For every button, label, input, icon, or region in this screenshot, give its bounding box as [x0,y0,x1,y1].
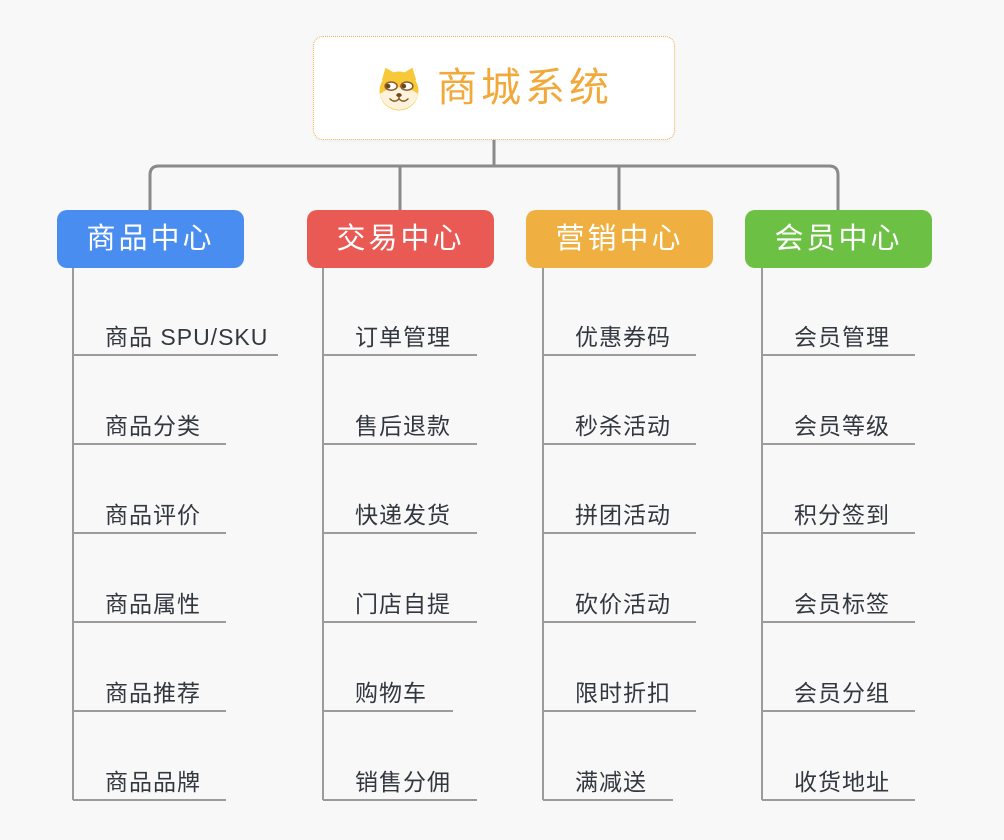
leaf-node[interactable]: 商品推荐 [105,680,201,706]
leaf-node[interactable]: 门店自提 [355,591,451,617]
leaf-node[interactable]: 秒杀活动 [575,413,671,439]
leaf-node[interactable]: 订单管理 [355,324,451,350]
leaf-node[interactable]: 商品评价 [105,502,201,528]
leaf-node[interactable]: 收货地址 [794,769,890,795]
leaf-node[interactable]: 购物车 [355,680,427,706]
branch-node-trade-center[interactable]: 交易中心 [307,210,494,268]
connector-branch-drops [398,166,621,210]
leaf-node[interactable]: 会员等级 [794,413,890,439]
connector-bus [148,164,840,210]
leaf-node[interactable]: 拼团活动 [575,502,671,528]
root-node-label: 商城系统 [437,66,613,110]
branch-label: 会员中心 [774,222,903,255]
leaf-node[interactable]: 商品分类 [105,413,201,439]
leaf-node[interactable]: 商品属性 [105,591,201,617]
leaf-node[interactable]: 快递发货 [355,502,451,528]
leaf-node[interactable]: 销售分佣 [355,769,451,795]
branch-label: 营销中心 [555,222,684,255]
shiba-dog-icon [375,64,423,112]
leaf-node[interactable]: 优惠券码 [575,324,671,350]
leaf-node[interactable]: 商品 SPU/SKU [105,324,269,350]
leaf-node[interactable]: 会员标签 [794,591,890,617]
leaf-node[interactable]: 积分签到 [794,502,890,528]
branch-node-product-center[interactable]: 商品中心 [57,210,244,268]
leaf-node[interactable]: 会员管理 [794,324,890,350]
root-node[interactable]: 商城系统 [313,36,675,140]
leaf-node[interactable]: 砍价活动 [575,591,671,617]
branch-label: 商品中心 [86,222,215,255]
branch-node-member-center[interactable]: 会员中心 [745,210,932,268]
leaf-node[interactable]: 售后退款 [355,413,451,439]
branch-label: 交易中心 [336,222,465,255]
branch-node-marketing-center[interactable]: 营销中心 [526,210,713,268]
leaf-node[interactable]: 商品品牌 [105,769,201,795]
leaf-node[interactable]: 会员分组 [794,680,890,706]
leaf-node[interactable]: 限时折扣 [575,680,671,706]
leaf-node[interactable]: 满减送 [575,769,647,795]
